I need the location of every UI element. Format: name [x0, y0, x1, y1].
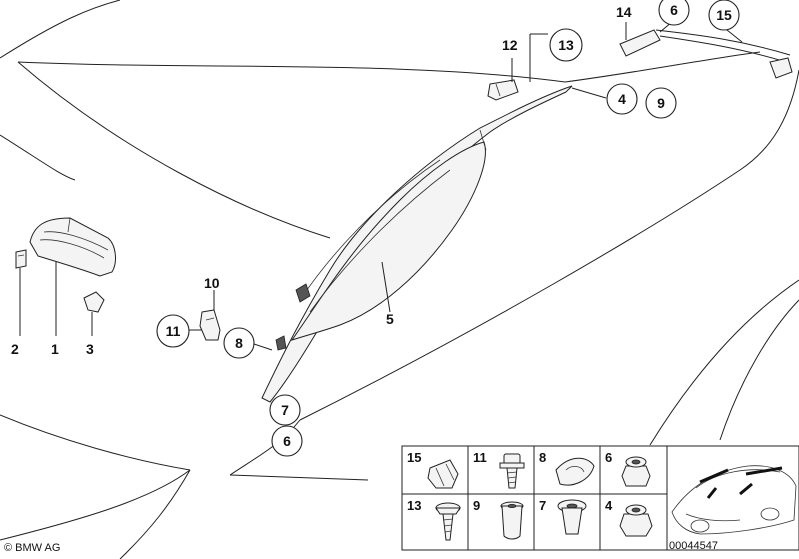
leader-4 — [571, 87, 607, 99]
grommet-7-drawing — [557, 499, 587, 535]
callout-11: 11 — [156, 314, 190, 348]
clip-15-drawing — [427, 459, 459, 489]
callout-8: 8 — [223, 327, 255, 359]
svg-text:11: 11 — [166, 323, 181, 339]
callout-12: 12 — [502, 37, 518, 53]
callout-2: 2 — [11, 341, 19, 357]
nut-6-drawing — [621, 456, 651, 487]
copyright: © BMW AG — [4, 542, 60, 554]
svg-text:13: 13 — [558, 37, 574, 53]
svg-text:7: 7 — [281, 402, 289, 418]
screw-11-drawing — [499, 453, 525, 489]
diagram-number: 00044547 — [669, 540, 718, 552]
callout-4: 4 — [606, 83, 638, 115]
callout-3: 3 — [86, 341, 94, 357]
svg-text:6: 6 — [670, 2, 678, 18]
legend-cell-6: 6 — [605, 450, 612, 465]
callout-15: 15 — [708, 0, 740, 31]
clip-8-drawing — [555, 457, 595, 486]
legend-cell-13: 13 — [407, 498, 421, 513]
legend-cell-9: 9 — [473, 498, 480, 513]
curtain-airbag — [261, 85, 573, 403]
callout-7: 7 — [269, 394, 301, 426]
parts-legend: 15 11 8 6 13 9 7 4 — [401, 445, 799, 552]
callout-14: 14 — [616, 4, 632, 20]
bracket-12 — [487, 33, 548, 101]
legend-cell-7: 7 — [539, 498, 546, 513]
legend-cell-15: 15 — [407, 450, 421, 465]
vehicle-overview-drawing — [671, 465, 797, 535]
svg-text:9: 9 — [657, 95, 665, 111]
callout-10: 10 — [204, 275, 220, 291]
callout-6-top: 6 — [658, 0, 690, 26]
passenger-airbag-module — [15, 217, 116, 336]
svg-text:15: 15 — [716, 7, 732, 23]
clip-10 — [188, 290, 273, 351]
screw-13-drawing — [435, 502, 461, 541]
callout-1: 1 — [51, 341, 59, 357]
nut-4-drawing — [619, 504, 653, 537]
legend-cell-11: 11 — [473, 450, 487, 465]
callout-6-bottom: 6 — [271, 425, 303, 457]
callout-9: 9 — [645, 87, 677, 119]
svg-text:8: 8 — [235, 335, 243, 351]
callout-5: 5 — [386, 311, 394, 327]
callout-13: 13 — [549, 28, 583, 62]
legend-cell-8: 8 — [539, 450, 546, 465]
pin-9-drawing — [500, 501, 524, 540]
legend-cell-4: 4 — [605, 498, 613, 513]
svg-text:4: 4 — [618, 91, 626, 107]
svg-text:6: 6 — [283, 433, 291, 449]
